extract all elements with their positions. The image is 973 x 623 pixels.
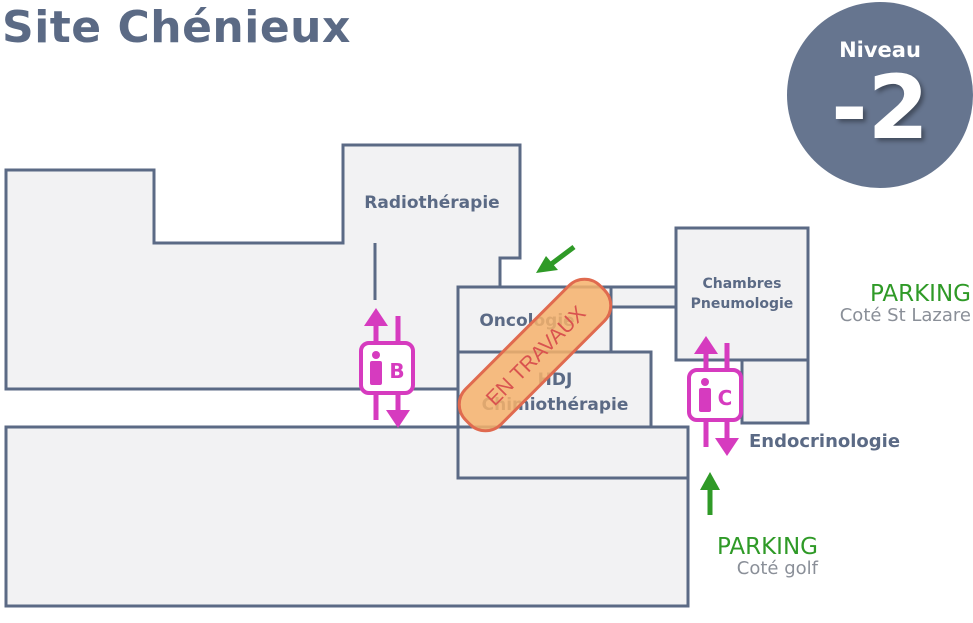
parking-st-lazare-title: PARKING (869, 281, 971, 307)
page-title: Site Chénieux (2, 2, 351, 53)
green-arrow-icon (536, 245, 576, 273)
person-elevator-icon (370, 351, 382, 385)
building-left-upper-wing (4, 143, 522, 391)
parking-st-lazare: PARKING Coté St Lazare (840, 283, 971, 326)
elevator-b[interactable]: B (359, 308, 415, 428)
elevator-b-box (359, 341, 415, 395)
parking-golf: PARKING Coté golf (700, 536, 818, 579)
person-elevator-icon (699, 378, 711, 412)
elevator-c-box (687, 368, 743, 422)
elevator-b-letter: B (389, 359, 404, 383)
label-endocrinologie: Endocrinologie (749, 431, 901, 452)
building-chambres (674, 226, 810, 362)
label-pneumologie: Pneumologie (691, 296, 794, 312)
level-label: Niveau (839, 38, 921, 62)
elevator-c[interactable]: C (687, 336, 743, 456)
label-chambres: Chambres (702, 276, 781, 292)
parking-golf-title: PARKING (716, 534, 818, 560)
building-corridor (609, 285, 678, 309)
green-arrow-icon (700, 472, 720, 515)
building-connector (456, 425, 690, 480)
building-annex (740, 358, 810, 425)
parking-golf-subtitle: Coté golf (736, 558, 818, 579)
level-badge: Niveau -2 (787, 2, 973, 188)
level-number: -2 (831, 56, 929, 159)
elevator-c-letter: C (718, 386, 733, 410)
parking-st-lazare-subtitle: Coté St Lazare (839, 305, 971, 326)
label-radiotherapie: Radiothérapie (364, 193, 499, 213)
